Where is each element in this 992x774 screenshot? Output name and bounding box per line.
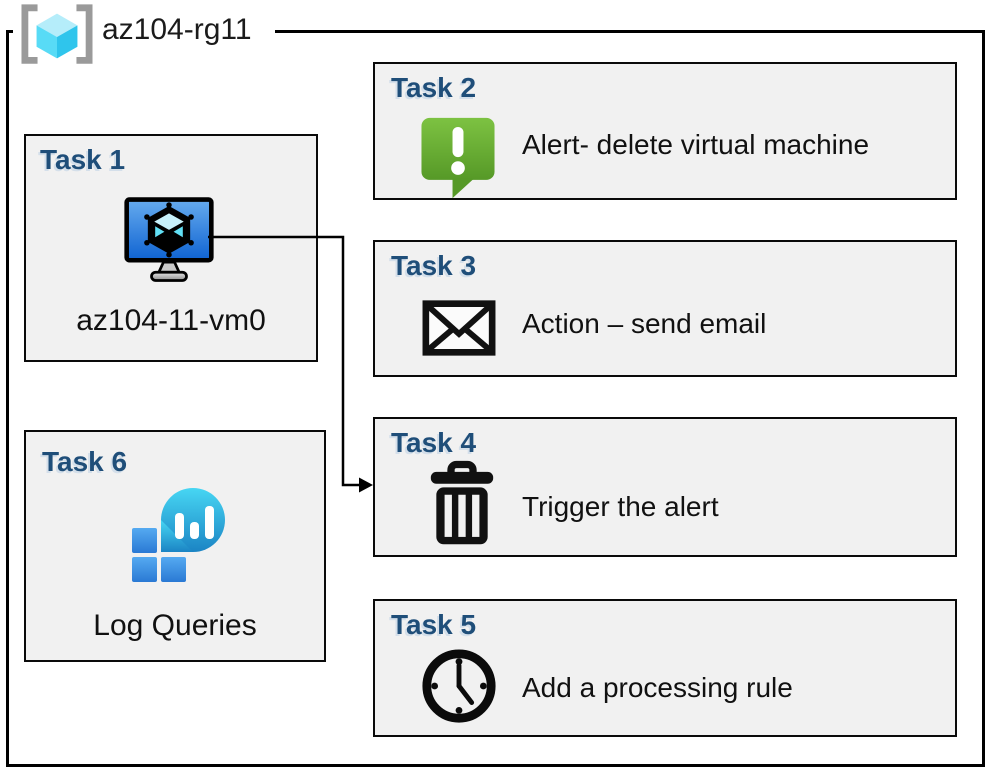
task1-caption: az104-11-vm0 [76,304,266,337]
task3-label: Task 3 [391,250,477,281]
clock-icon [422,649,496,723]
task4-label: Task 4 [391,427,477,458]
virtual-machine-icon [124,197,214,282]
task2-label: Task 2 [391,72,477,103]
task2-description: Alert- delete virtual machine [522,129,870,160]
task4-box: Task 4 Trigger the alert [373,417,957,557]
frame-label-gap [13,23,275,37]
resource-group-title: az104-rg11 [102,13,252,46]
task6-box: Task 6 Log Queries [24,430,326,662]
task3-box: Task 3 Action – send email [373,240,957,377]
resource-group-icon [21,4,93,64]
task3-description: Action – send email [522,308,767,339]
task1-label: Task 1 [40,144,126,175]
email-envelope-icon [422,300,496,356]
task4-description: Trigger the alert [522,491,719,522]
task5-label: Task 5 [391,609,477,640]
task2-box: Task 2 Alert- delete virtual machine [373,62,957,200]
log-queries-icon [132,488,225,582]
alert-message-icon [421,117,495,199]
task1-box: Task 1 az104-11-vm0 [24,134,318,362]
task5-box: Task 5 Add a processing rule [373,599,957,737]
task6-label: Task 6 [42,446,128,477]
resource-group-frame [6,30,985,767]
task6-caption: Log Queries [93,609,257,642]
trash-icon [430,460,494,545]
task5-description: Add a processing rule [522,672,793,703]
